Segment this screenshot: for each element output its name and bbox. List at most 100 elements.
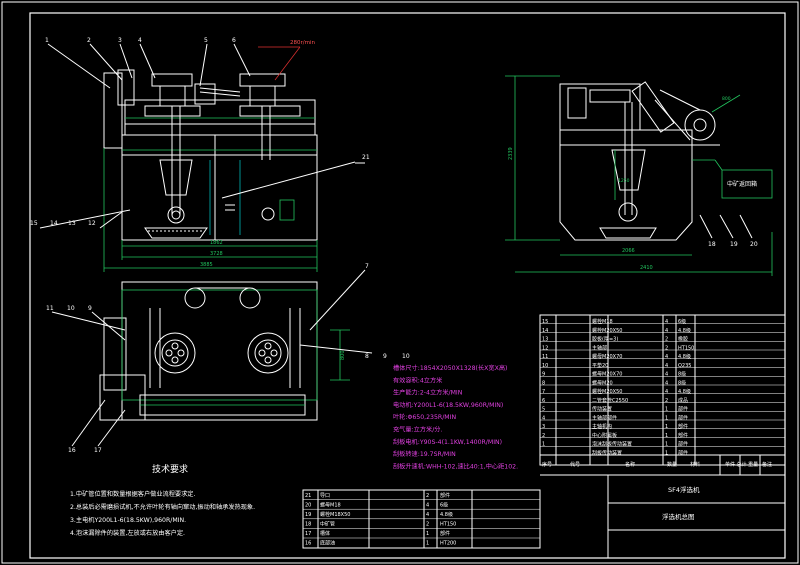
dimension-label: 1862 [210,240,223,246]
bom-cell: 1 [665,415,668,421]
bom-cell: 2 [665,345,668,351]
bom-cell: 平垫20 [592,362,608,369]
balloon-label: 4 [138,37,142,44]
bom-cell: 18 [305,522,311,528]
bom-cell: 2 [426,493,429,499]
balloon-label: 10 [67,305,75,312]
bom-cell: 2 [665,337,668,343]
bom-cell: 2 [665,398,668,404]
bom-cell: 4 [665,319,668,325]
bom-cell: 底部油 [320,540,335,547]
spec-line: 有效容积:4立方米 [393,376,442,384]
balloon-label: 19 [730,241,738,248]
bom-cell: 螺母M18 [320,502,341,509]
bom-cell: 8 [542,380,545,386]
bom-cell: 1 [665,424,668,430]
bom-cell: 主轴机构 [592,423,612,430]
balloon-label: 10 [402,353,410,360]
bom-cell: 1 [665,407,668,413]
bom-cell: 15 [542,319,548,325]
bom-cell: 螺母M20 [592,379,613,386]
spec-line: 刮板转速:19.7SR/MIN [393,450,456,458]
tech-requirements: 1.中矿管位置和数量根据客户做业流程要求定.2.总装后必需磨损试机,不允许叶轮有… [70,490,255,537]
balloon-label: 8 [365,353,369,360]
balloon-label: 16 [68,447,76,454]
spec-list: 槽体尺寸:1854X2050X1328(长X宽X高) 有效容积:4立方米生产能力:… [393,364,518,470]
bom-cell: 螺栓M20X50 [592,327,622,334]
balloon-label: 6 [232,37,236,44]
bom-cell: 6 [542,398,545,404]
bom-cell: 中矿管 [320,521,335,528]
bom-cell: 4 [426,503,429,509]
tech-req-line: 3.主电机Y200L1-6(18.5KW),960R/MIN. [70,516,186,524]
bom-cell: 4 [665,389,668,395]
bom-cell: 4 [665,380,668,386]
bom-cell: 部件 [678,406,688,413]
bom-cell: 8级 [678,371,686,378]
bom-cell: 2 [426,522,429,528]
bom-header-cell: 序号 [542,461,552,468]
balloon-label: 18 [708,241,716,248]
balloon-21: 21 [362,154,370,161]
bom-header-cell: 名称 [625,461,635,468]
balloon-label: 12 [88,220,96,227]
side-height-dimension: 2339 [508,147,514,160]
bom-cell: 17 [305,531,311,537]
bom-cell: 11 [542,354,548,360]
title-drawing: 浮选机总图 [662,512,695,521]
balloon-label: 5 [204,37,208,44]
bom-cell: 刮板传动装置 [592,449,622,456]
spec-line: 充气量:立方米/分. [393,426,442,434]
bom-cell: 8级 [678,379,686,386]
bom-cell: 21 [305,493,311,499]
bom-cell: HT150 [678,345,694,351]
bom-cell: 部件 [440,492,450,499]
bom-cell: 1 [542,442,545,448]
bom-header-cell: 备注 [762,461,772,468]
bom-header-cell: 单件 总计 重量 [725,461,758,468]
bom-cell: 3 [542,424,545,430]
bom-cell: 中心附属板 [592,432,617,439]
bom-cell: 泡沫刮板传动装置 [592,441,632,448]
inner-frame [29,12,786,559]
plan-dimension: 800 [340,350,346,360]
bom-table-right-header: 序号代号名称数量材料单件 总计 重量备注 [542,461,772,468]
bom-cell: 二管套管C2550 [592,397,628,404]
bom-cell: 4 [665,354,668,360]
bom-cell: 传动装置 [592,406,612,413]
tech-req-title: 技术要求 [152,463,188,475]
bom-cell: 成品 [678,397,688,404]
bom-cell: 2 [542,433,545,439]
tech-req-line: 2.总装后必需磨损试机,不允许叶轮有轴向窜动,振动和轴承发热现象. [70,503,255,511]
bom-table-right-grid [539,314,786,558]
balloon-label: 3 [118,37,122,44]
spec-line: 电动机:Y200L1-6(18.5KW,960R/MIN) [393,401,503,409]
bom-cell: 部件 [678,423,688,430]
spec-line: 生产能力:2-4立方米/MIN [393,389,463,397]
bom-cell: 10 [542,363,548,369]
feed-box-label: 中矿返回箱 [727,180,757,188]
balloon-label: 11 [46,305,54,312]
bom-cell: 橡胶 [678,336,688,343]
bom-cell: 6级 [678,318,686,325]
bom-cell: Q235 [678,363,691,369]
spec-line: 叶轮:Φ650,235R/MIN [393,413,456,421]
pulley-dimension: 800 [722,96,731,102]
side-inner-dimension: 1250 [618,178,630,184]
bom-cell: 20 [305,503,311,509]
title-product: SF4浮选机 [668,485,700,494]
spec-line: 槽体尺寸:1854X2050X1328(长X宽X高) [393,364,507,372]
bom-cell: 4 [542,415,545,421]
bom-header-cell: 材料 [690,461,700,468]
bom-cell: 4.8级 [678,388,691,395]
bom-cell: 5 [542,407,545,413]
bom-cell: 部件 [678,414,688,421]
bom-cell: 9 [542,372,545,378]
bom-cell: 12 [542,345,548,351]
